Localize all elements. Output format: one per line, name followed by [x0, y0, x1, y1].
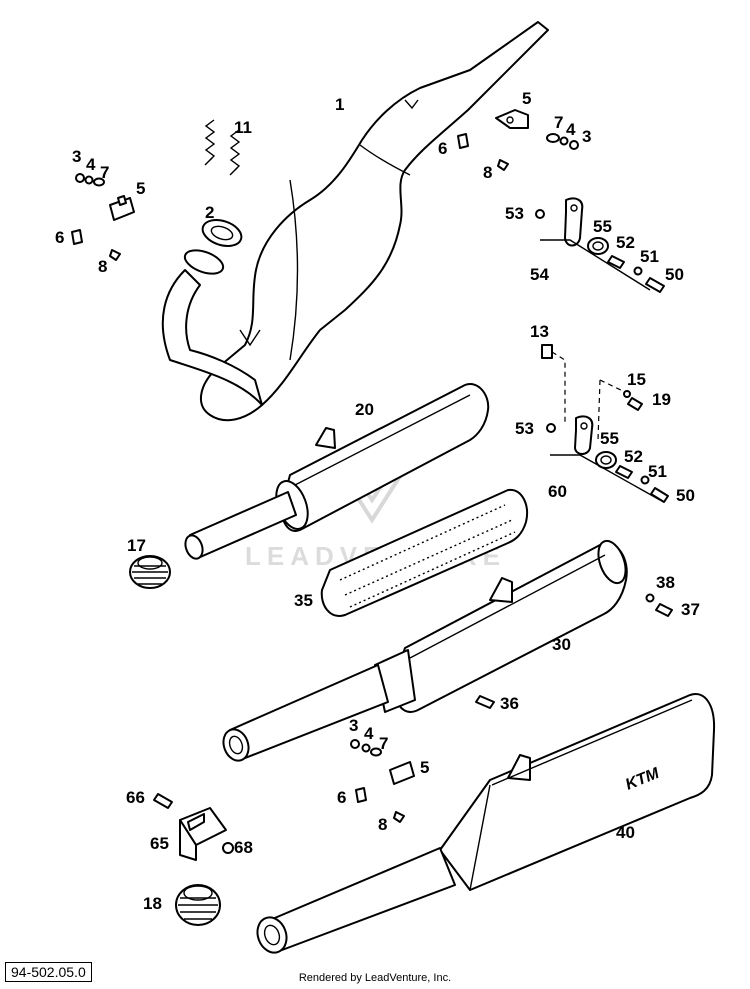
part-17-rubber-sleeve — [129, 555, 171, 589]
callout-18: 18 — [143, 894, 162, 913]
callout-7: 7 — [379, 734, 388, 753]
callout-20: 20 — [355, 400, 374, 419]
part-2-gasket-ring — [201, 219, 243, 247]
callout-8: 8 — [98, 257, 107, 276]
part-36-rivet — [475, 695, 495, 709]
render-credit: Rendered by LeadVenture, Inc. — [298, 972, 452, 984]
callout-50: 50 — [665, 265, 684, 284]
callout-35: 35 — [294, 591, 313, 610]
callout-60: 60 — [548, 482, 567, 501]
part-1-expansion-chamber — [161, 21, 549, 422]
callout-50: 50 — [676, 486, 695, 505]
bracket-assembly-60 — [541, 344, 669, 503]
callout-15: 15 — [627, 370, 646, 389]
callout-8: 8 — [378, 815, 387, 834]
callout-38: 38 — [656, 573, 675, 592]
callout-4: 4 — [86, 155, 96, 174]
lower-mount-bracket-group — [350, 739, 415, 823]
callout-51: 51 — [640, 247, 659, 266]
part-65-clamp — [179, 807, 227, 861]
part-18-rubber-sleeve — [175, 884, 221, 926]
callout-3: 3 — [582, 127, 591, 146]
callout-13: 13 — [530, 322, 549, 341]
callout-55: 55 — [593, 217, 612, 236]
callout-52: 52 — [616, 233, 635, 252]
callout-4: 4 — [566, 120, 576, 139]
callout-5: 5 — [136, 179, 145, 198]
callout-17: 17 — [127, 536, 146, 555]
callout-53: 53 — [515, 419, 534, 438]
callout-53: 53 — [505, 204, 524, 223]
part-38-washer — [645, 593, 655, 603]
callout-1: 1 — [335, 95, 344, 114]
callout-40: 40 — [616, 823, 635, 842]
part-30-silencer — [222, 539, 628, 762]
callout-6: 6 — [438, 139, 447, 158]
callout-51: 51 — [648, 462, 667, 481]
diagram-reference-code: 94-502.05.0 — [5, 962, 92, 982]
callout-37: 37 — [681, 600, 700, 619]
callout-19: 19 — [652, 390, 671, 409]
callout-5: 5 — [522, 89, 531, 108]
callout-68: 68 — [234, 838, 253, 857]
part-68-nut — [222, 842, 234, 854]
callout-36: 36 — [500, 694, 519, 713]
callout-52: 52 — [624, 447, 643, 466]
callout-8: 8 — [483, 163, 492, 182]
part-40-ktm-silencer: KTM — [256, 693, 716, 954]
callout-3: 3 — [349, 716, 358, 735]
part-11-springs — [204, 119, 241, 176]
right-mount-bracket-group — [457, 109, 579, 171]
callout-65: 65 — [150, 834, 169, 853]
callout-7: 7 — [100, 163, 109, 182]
part-20-silencer — [184, 383, 490, 560]
part-37-screw — [655, 603, 673, 617]
left-mount-bracket-group — [71, 173, 135, 261]
callout-3: 3 — [72, 147, 81, 166]
part-35-insulation-packing — [320, 488, 528, 617]
callout-4: 4 — [364, 724, 374, 743]
bracket-assembly-54 — [535, 197, 665, 293]
callout-6: 6 — [55, 228, 64, 247]
callout-66: 66 — [126, 788, 145, 807]
callout-labels: 1 2 11 3 4 7 5 6 8 5 6 8 7 4 3 53 55 52 … — [55, 89, 700, 913]
callout-54: 54 — [530, 265, 549, 284]
part-66-bolt — [153, 793, 173, 809]
callout-5: 5 — [420, 758, 429, 777]
callout-7: 7 — [554, 113, 563, 132]
callout-11: 11 — [234, 118, 252, 137]
callout-2: 2 — [205, 203, 214, 222]
callout-6: 6 — [337, 788, 346, 807]
callout-55: 55 — [600, 429, 619, 448]
callout-30: 30 — [552, 635, 571, 654]
